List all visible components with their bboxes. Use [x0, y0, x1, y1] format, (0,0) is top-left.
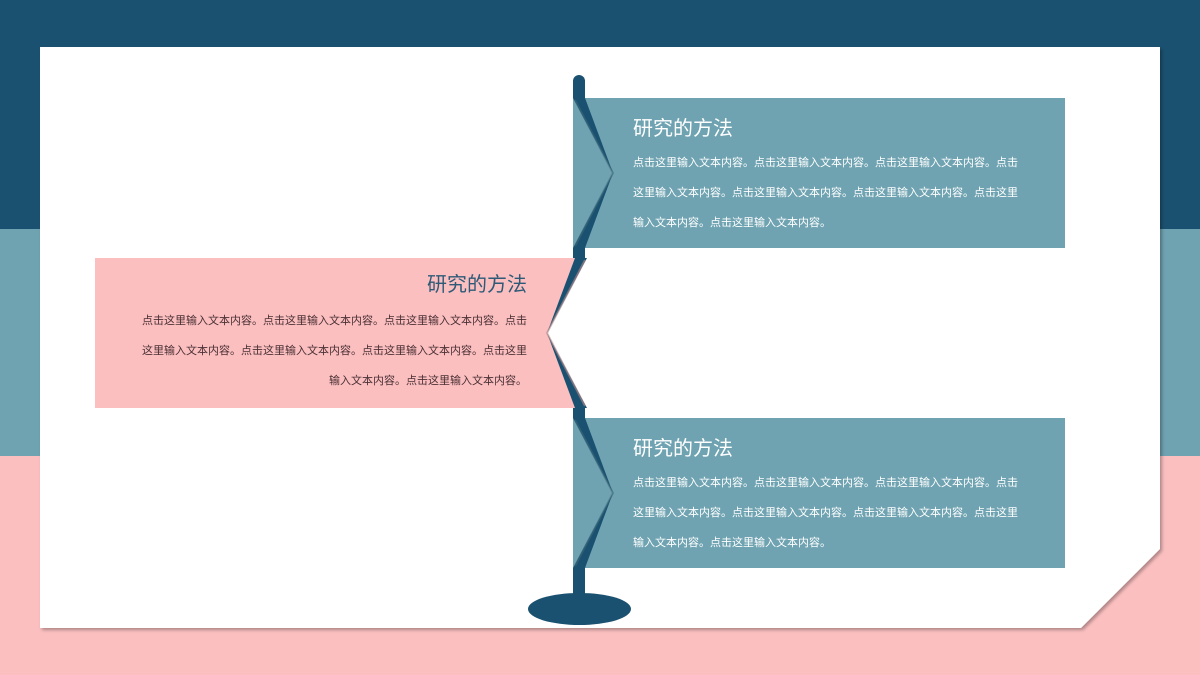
flag-pole-base	[528, 593, 631, 625]
flag-card-bottom: 研究的方法 点击这里输入文本内容。点击这里输入文本内容。点击这里输入文本内容。点…	[573, 418, 1065, 568]
chevron-notch-icon	[545, 258, 587, 408]
flag-body-text: 点击这里输入文本内容。点击这里输入文本内容。点击这里输入文本内容。点击这里输入文…	[633, 156, 1018, 229]
flag-title: 研究的方法	[633, 116, 733, 140]
flag-card-top: 研究的方法 点击这里输入文本内容。点击这里输入文本内容。点击这里输入文本内容。点…	[573, 98, 1065, 248]
flag-title: 研究的方法	[633, 436, 733, 460]
flag-body-text: 点击这里输入文本内容。点击这里输入文本内容。点击这里输入文本内容。点击这里输入文…	[142, 314, 527, 387]
flag-title: 研究的方法	[427, 272, 527, 296]
flag-card-middle: 研究的方法 点击这里输入文本内容。点击这里输入文本内容。点击这里输入文本内容。点…	[95, 258, 587, 408]
flag-body-text: 点击这里输入文本内容。点击这里输入文本内容。点击这里输入文本内容。点击这里输入文…	[633, 476, 1018, 549]
chevron-notch-icon	[573, 418, 615, 568]
chevron-notch-icon	[573, 98, 615, 248]
